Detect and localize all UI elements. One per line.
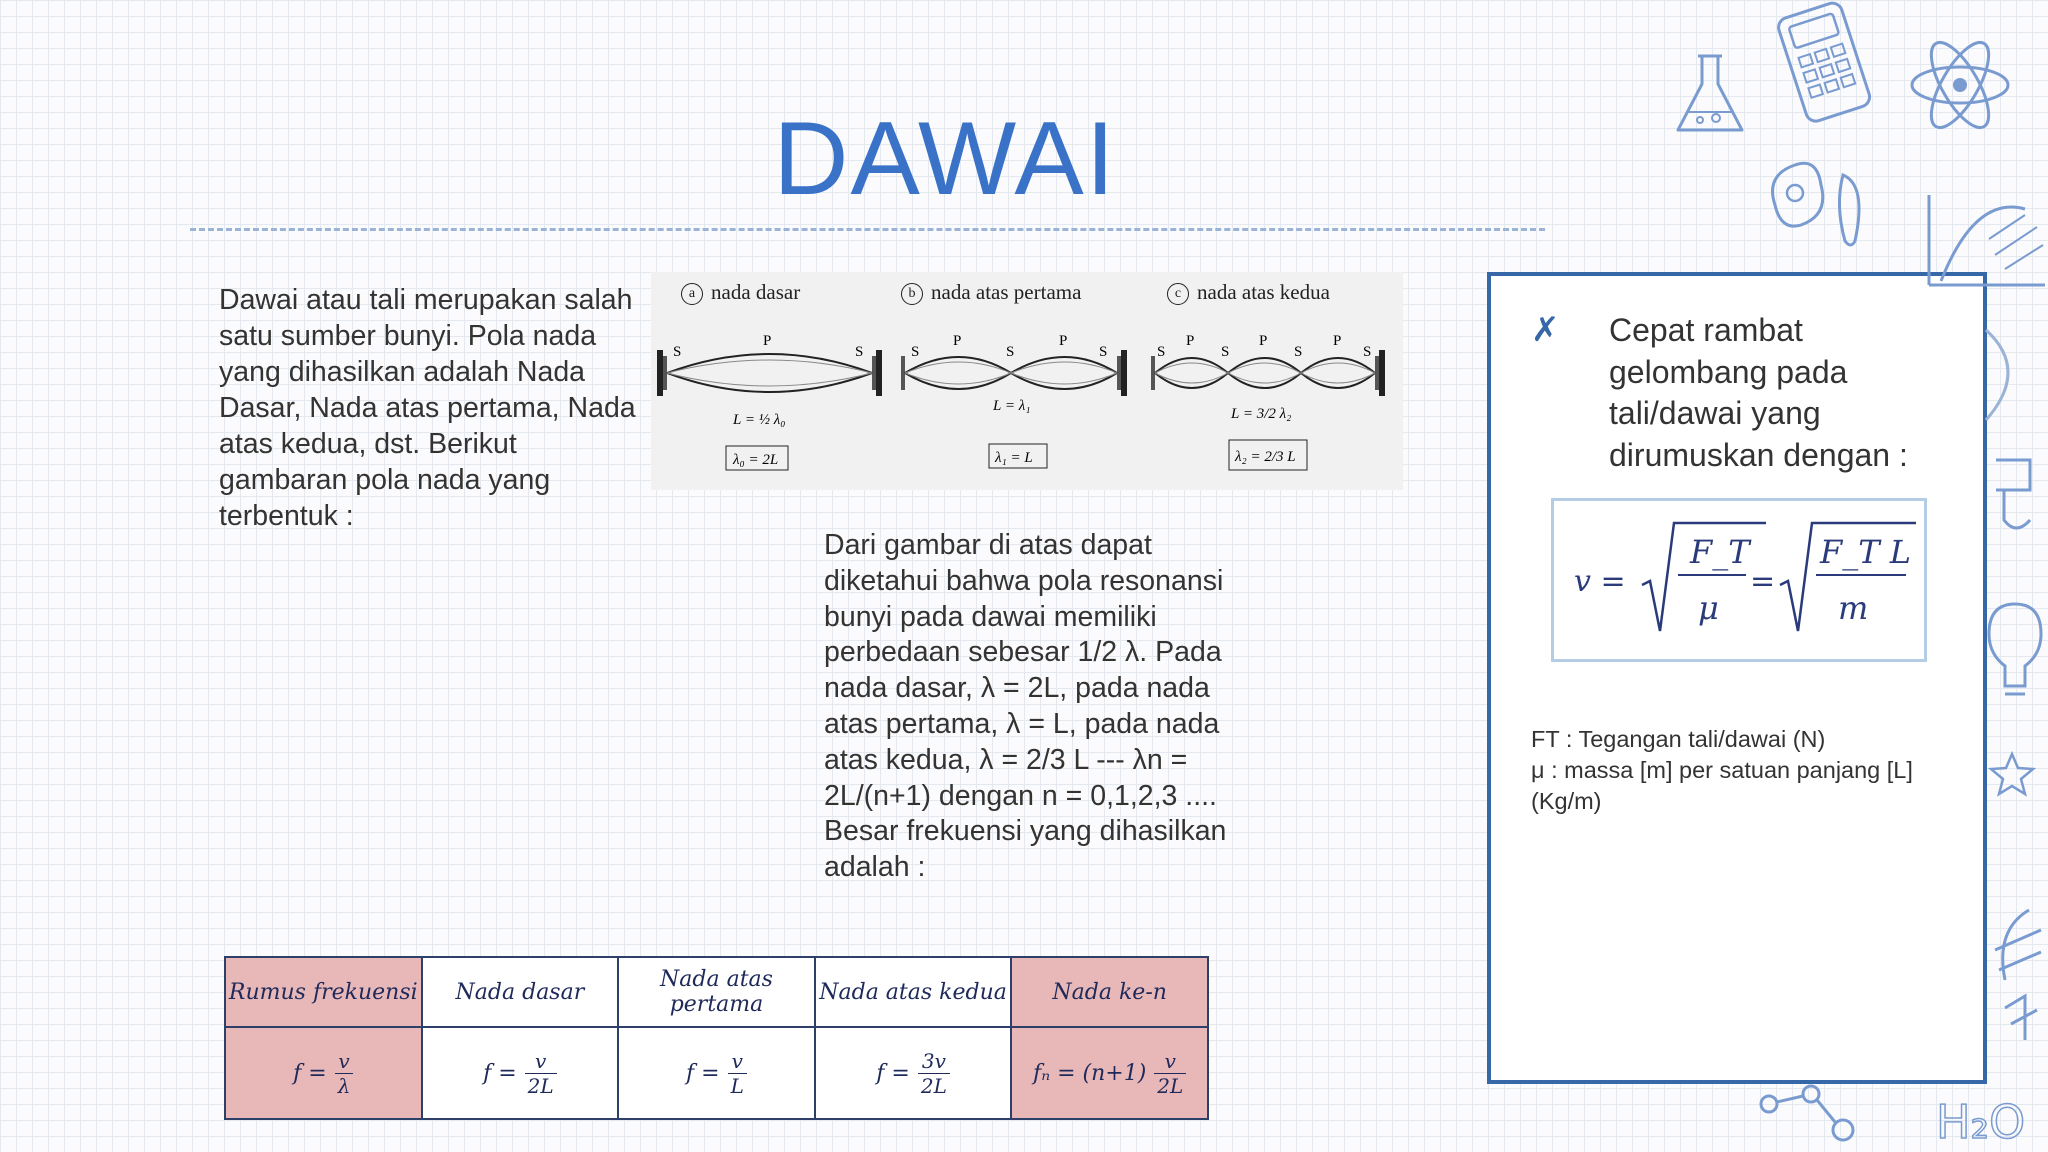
mode-c-heading: c nada atas kedua <box>1167 280 1330 305</box>
bullet-mark: ✗ <box>1531 310 1560 350</box>
calculator-icon <box>1777 1 1872 123</box>
flask-icon <box>1676 54 1744 132</box>
formula-frac1-den: μ <box>1698 589 1719 627</box>
table-header-cell: Nada atas kedua <box>813 956 1013 1028</box>
molecule-icon <box>1759 1084 1855 1142</box>
mode-c-lambda-eq: λ₂ = 2/3 L <box>1234 449 1296 465</box>
formula-numerator: v <box>731 1048 743 1073</box>
mode-a-heading: a nada dasar <box>681 280 800 305</box>
graph-icon <box>1927 195 2045 287</box>
formula-frac2-num: F_T L <box>1819 533 1911 571</box>
mode-b-length-eq: L = λ₁ <box>992 398 1030 414</box>
mode-c-antinode-2: P <box>1259 333 1267 349</box>
planet-icon <box>1994 908 2042 1040</box>
mode-b-label: nada atas pertama <box>931 280 1082 304</box>
bacteria-icon <box>1771 161 1861 247</box>
mode-b-node-right: S <box>1099 344 1107 360</box>
h2o-icon: H₂O <box>1935 1094 2026 1150</box>
formula-lhs: f = <box>876 1060 910 1086</box>
mode-a-letter: a <box>681 283 703 305</box>
mode-c-node-4: S <box>1363 344 1371 360</box>
mode-b-lambda-eq: λ₁ = L <box>994 450 1033 466</box>
explanation-paragraph: Dari gambar di atas dapat diketahui bahw… <box>824 528 1264 886</box>
mode-c-node-1: S <box>1157 344 1165 360</box>
table-header-row: Rumus frekuensi Nada dasar Nada atas per… <box>224 956 1209 1028</box>
table-header-cell: Nada atas pertama <box>617 956 816 1028</box>
formula-eq: = <box>1750 564 1775 599</box>
formula-lhs: f = <box>293 1060 327 1086</box>
plug-decoration <box>1996 458 2032 530</box>
formula-lhs: fₙ = (n+1) <box>1033 1060 1147 1086</box>
mode-b-node-left: S <box>911 344 919 360</box>
formula-v-lhs: v = <box>1574 564 1626 599</box>
formula-denominator: 2L <box>524 1072 557 1098</box>
h2o-text: H₂O <box>1936 1095 2025 1149</box>
table-header-cell: Rumus frekuensi <box>224 956 423 1028</box>
mode-a-label: nada dasar <box>711 280 801 304</box>
mode-b: b nada atas pertama S S S P P L = λ₁ λ₁ =… <box>901 272 1151 490</box>
explanation-text: Dari gambar di atas dapat diketahui bahw… <box>824 529 1224 812</box>
legend-tension: FT : Tegangan tali/dawai (N) <box>1531 726 1826 752</box>
mode-b-antinode-2: P <box>1059 333 1067 349</box>
formula-denominator: 2L <box>1154 1072 1187 1098</box>
lightbulb-icon <box>1987 602 2043 696</box>
table-header-cell: Nada ke-n <box>1010 956 1209 1028</box>
formula-legend: FT : Tegangan tali/dawai (N) μ : massa [… <box>1531 724 1971 817</box>
intro-paragraph: Dawai atau tali merupakan salah satu sum… <box>219 284 636 532</box>
mode-c-label: nada atas kedua <box>1197 280 1330 304</box>
wave-speed-formula: v = F_T μ = F_T L m <box>1551 498 1927 662</box>
mode-c-node-3: S <box>1294 344 1302 360</box>
wave-speed-box: ✗ Cepat rambat gelombang pada tali/dawai… <box>1487 272 1987 1084</box>
planet-icon <box>1984 328 2010 421</box>
slide-title: DAWAI <box>773 101 1117 217</box>
mode-c-node-2: S <box>1221 344 1229 360</box>
star-icon <box>1988 750 2036 797</box>
mode-a-node-left: S <box>673 344 681 360</box>
formula-denominator: L <box>727 1072 747 1098</box>
formula-frac1-num: F_T <box>1689 533 1752 571</box>
mode-b-wave: S S S P P L = λ₁ λ₁ = L <box>901 333 1127 469</box>
formula-denominator: 2L <box>917 1072 950 1098</box>
formula-numerator: v <box>338 1048 350 1073</box>
atom-icon <box>1910 40 2010 130</box>
mode-c: c nada atas kedua S S S S P P P L = 3/2 λ… <box>1151 272 1403 490</box>
frequency-table: Rumus frekuensi Nada dasar Nada atas per… <box>224 956 1209 1120</box>
wave-speed-heading: Cepat rambat gelombang pada tali/dawai y… <box>1609 312 1908 473</box>
mode-b-letter: b <box>901 283 923 305</box>
mode-a-node-right: S <box>855 344 863 360</box>
formula-graphic: v = F_T μ = F_T L m <box>1574 521 1916 632</box>
mode-c-length-eq: L = 3/2 λ₂ <box>1230 406 1291 422</box>
mode-c-wave: S S S S P P P L = 3/2 λ₂ λ₂ = 2/3 L <box>1151 333 1385 471</box>
mode-b-heading: b nada atas pertama <box>901 280 1081 305</box>
formula-frac2-den: m <box>1838 589 1868 627</box>
mode-a-length-eq: L = ½ λ₀ <box>732 412 785 428</box>
formula-numerator: v <box>1164 1048 1176 1073</box>
formula-denominator: λ <box>334 1072 354 1098</box>
mode-c-antinode-1: P <box>1186 333 1194 349</box>
mode-a-wave: S S P L = ½ λ₀ λ₀ = 2L <box>657 333 882 471</box>
title-divider <box>190 228 1545 231</box>
explanation-tail: Besar frekuensi yang dihasilkan adalah : <box>824 815 1227 884</box>
mode-a-antinode: P <box>763 333 771 349</box>
formula-numerator: 3v <box>921 1048 946 1073</box>
mode-b-antinode-1: P <box>953 333 961 349</box>
table-header-cell: Nada dasar <box>420 956 620 1028</box>
mode-a-lambda-eq: λ₀ = 2L <box>732 452 778 468</box>
mode-c-antinode-3: P <box>1333 333 1341 349</box>
formula-lhs: f = <box>483 1060 517 1086</box>
formula-lhs: f = <box>686 1060 720 1086</box>
legend-mass-density: μ : massa [m] per satuan panjang [L] (Kg… <box>1531 757 1913 814</box>
mode-a: a nada dasar S S P L = ½ λ₀ λ₀ = 2L <box>651 272 901 490</box>
mode-c-letter: c <box>1167 283 1189 305</box>
formula-numerator: v <box>535 1048 547 1073</box>
mode-b-node-mid: S <box>1006 344 1014 360</box>
